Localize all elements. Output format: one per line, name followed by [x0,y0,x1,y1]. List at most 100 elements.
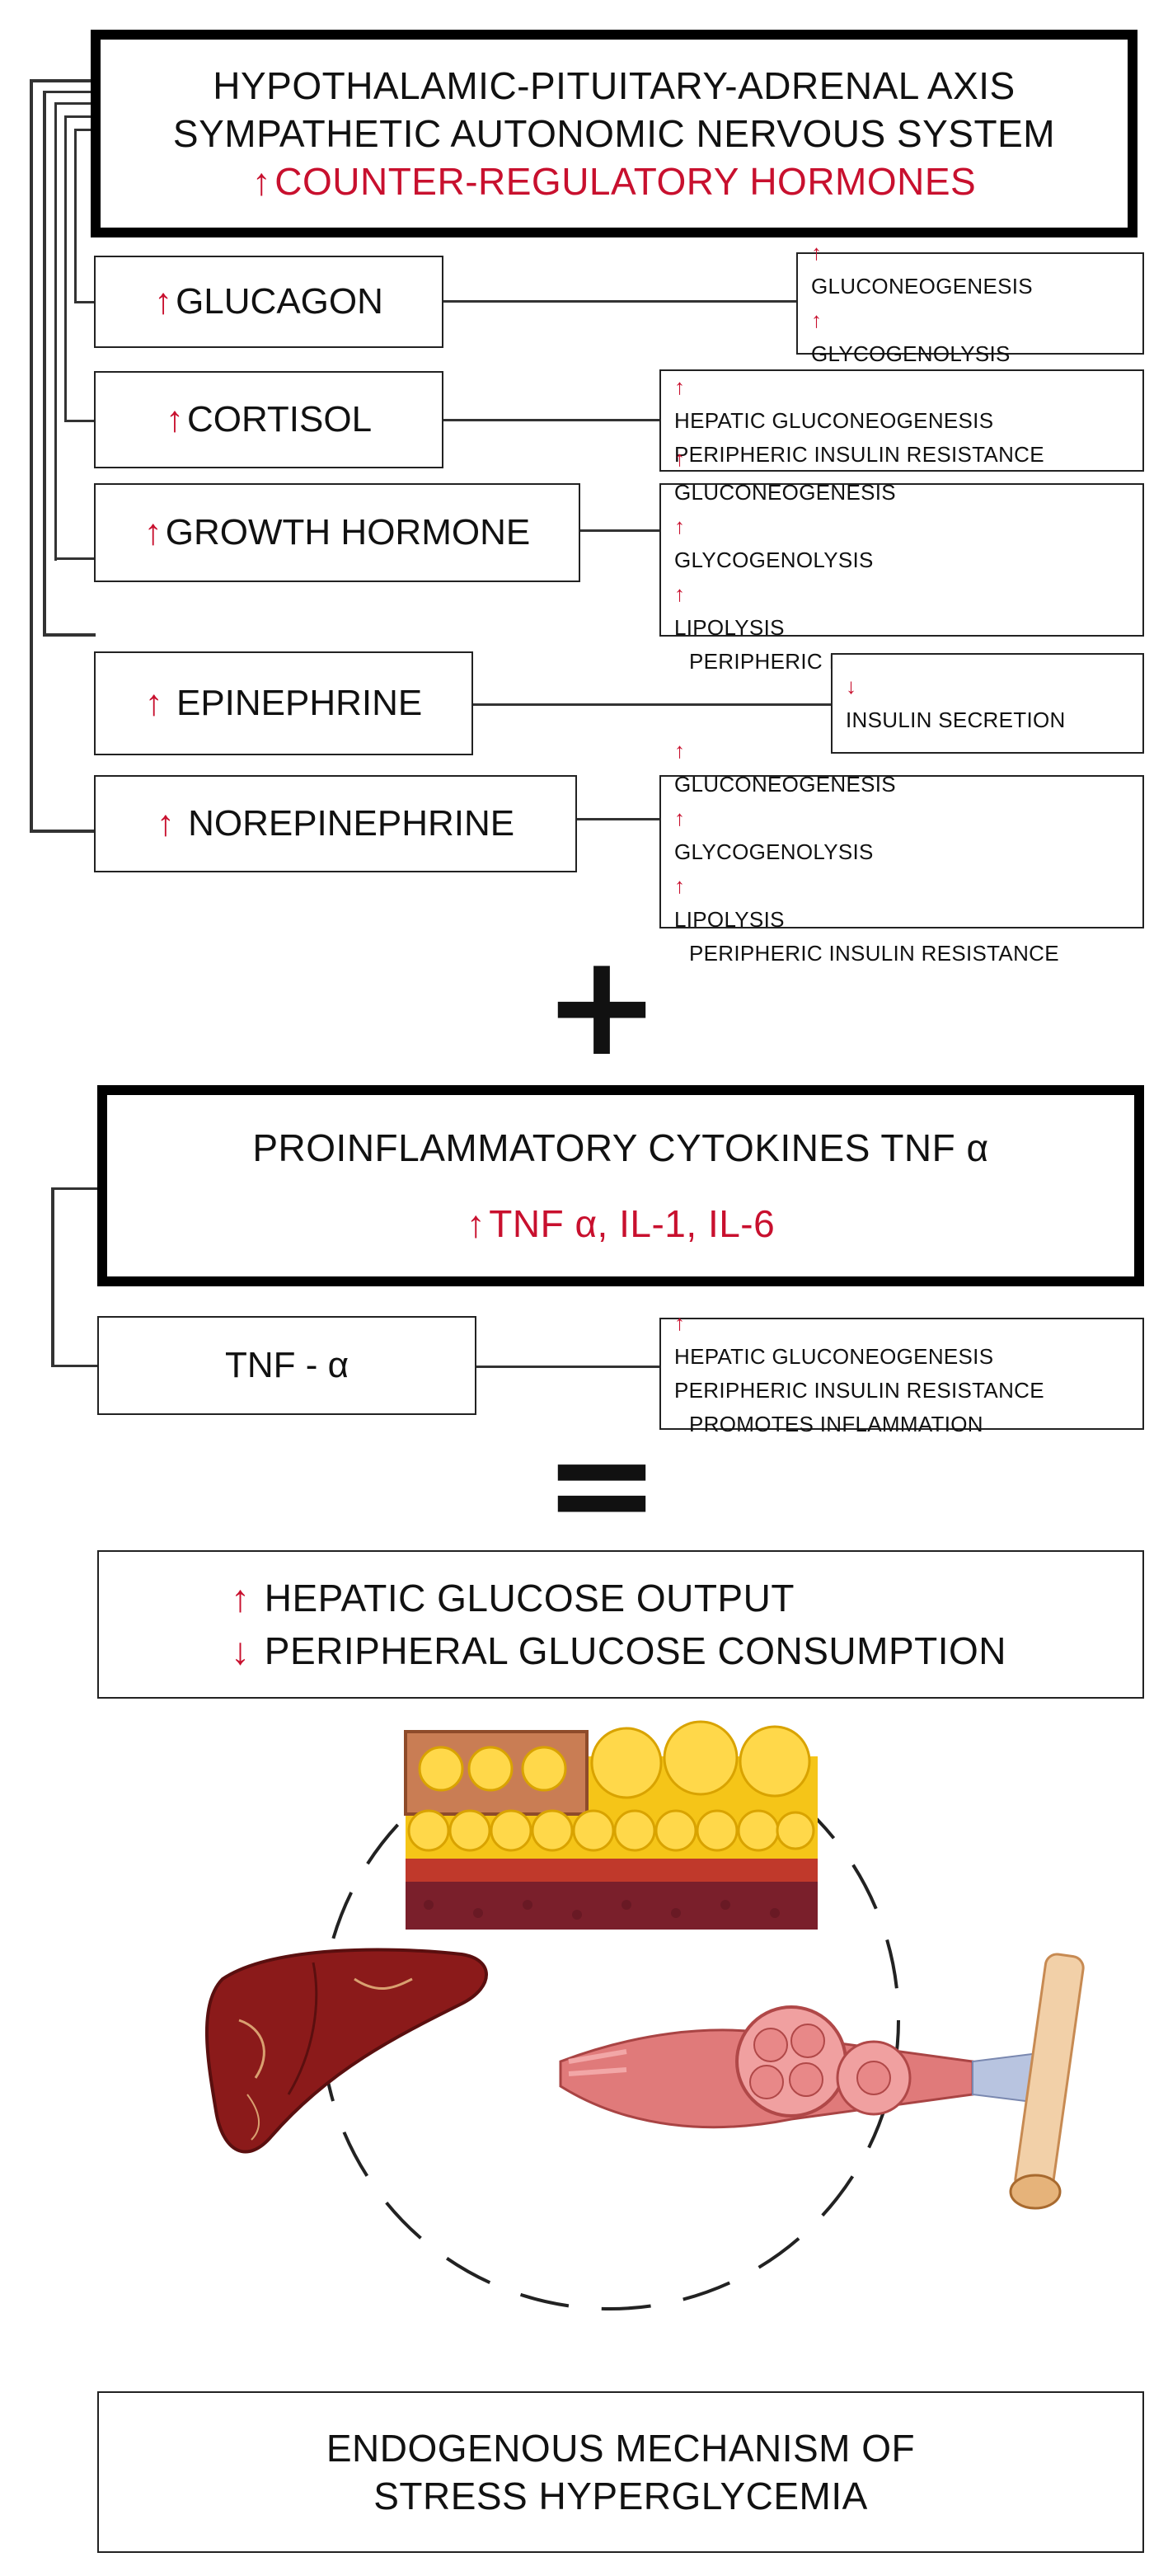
connector-line [51,1365,101,1367]
effect-text: GLUCONEOGENESIS [674,771,896,797]
connector-line [74,129,77,303]
muscle-illustration [559,1953,1085,2210]
up-arrow-icon: ↑ [674,374,686,399]
effect-item: ↑LIPOLYSIS [674,577,1129,645]
liver-illustration [205,1948,488,2154]
footer-line-2: STRESS HYPERGLYCEMIA [373,2475,868,2517]
up-arrow-icon: ↑ [674,872,686,898]
up-arrow-icon: ↑ [154,281,173,322]
effect-item: ↑ LIPOLYSIS [674,869,1129,937]
hormone-box-cortisol: ↑CORTISOL [94,371,443,468]
hormone-box-growth-hormone: ↑GROWTH HORMONE [94,483,580,582]
up-arrow-icon: ↑ [674,737,686,763]
connector-line [471,703,831,706]
effect-text: PERIPHERIC INSULIN RESISTANCE [674,1378,1044,1403]
effects-box-growth-hormone: ↑ GLUCONEOGENESIS ↑ GLYCOGENOLYSIS ↑LIPOLY… [659,446,1144,674]
effect-text: LIPOLYSIS [674,614,785,640]
up-arrow-icon: ↑ [674,445,686,471]
up-arrow-icon: ↑ [143,512,162,552]
connector-line [30,79,96,82]
effect-text: LIPOLYSIS [674,906,785,932]
effect-item: PERIPHERIC INSULIN RESISTANCE [674,1374,1129,1408]
connector-line [43,91,96,93]
effect-item: ↓INSULIN SECRETION [846,670,1129,737]
effect-item: PROMOTES INFLAMMATION [674,1408,1129,1441]
effect-item: ↑ GLYCOGENOLYSIS [674,510,1129,577]
effect-text: INSULIN SECRETION [846,707,1066,732]
connector-line [54,102,96,105]
effect-text: HEPATIC GLUCONEOGENESIS [674,1344,994,1369]
tnf-effects-box: ↑ HEPATIC GLUCONEOGENESIS PERIPHERIC INSU… [659,1310,1144,1436]
connector-line [475,1366,659,1368]
effect-item: ↑ GLUCONEOGENESIS [674,442,1129,510]
hormone-label-epinephrine: ↑ EPINEPHRINE [145,683,423,724]
cytokines-box: PROINFLAMMATORY CYTOKINES TNF α ↑TNF α, … [97,1085,1144,1286]
tnf-label: TNF - α [224,1345,349,1385]
hormone-box-epinephrine: ↑ EPINEPHRINE [94,651,473,755]
up-arrow-icon: ↑ [811,240,823,265]
tnf-box: TNF - α [97,1316,476,1415]
connector-line [51,1187,54,1367]
header-line-hpa: HYPOTHALAMIC-PITUITARY-ADRENAL AXIS [213,64,1016,107]
hormone-text: NOREPINEPHRINE [188,803,515,844]
hormone-text: EPINEPHRINE [176,683,423,723]
hormone-label-norepinephrine: ↑ NOREPINEPHRINE [157,803,514,844]
result-box: ↑ HEPATIC GLUCOSE OUTPUT ↓ PERIPHERAL GL… [97,1550,1144,1699]
connector-line [54,102,57,561]
up-arrow-icon: ↑ [674,1310,686,1335]
hormone-label-growth-hormone: ↑GROWTH HORMONE [144,512,530,553]
connector-line [43,633,96,637]
up-arrow-icon: ↑ [156,803,175,844]
up-arrow-icon: ↑ [466,1202,486,1245]
connector-line [64,115,96,118]
header-line-sns: SYMPATHETIC AUTONOMIC NERVOUS SYSTEM [172,112,1056,155]
effect-item: PERIPHERIC INSULIN RESISTANCE [674,937,1129,971]
effect-item: ↑ HEPATIC GLUCONEOGENESIS [674,1306,1129,1374]
up-arrow-icon: ↑ [811,308,823,332]
effects-box-epinephrine: ↓INSULIN SECRETION [831,653,1144,754]
bone-illustration [1009,1953,1085,2210]
effects-box-cortisol: ↑ HEPATIC GLUCONEOGENESIS PERIPHERIC INSU… [659,369,1144,472]
hormone-label-glucagon: ↑GLUCAGON [154,281,383,322]
effects-box-norepinephrine: ↑ GLUCONEOGENESIS ↑ GLYCOGENOLYSIS ↑ LIPOLY… [659,738,1144,966]
effect-text: PERIPHERIC INSULIN RESISTANCE [689,940,1059,966]
connector-line [64,115,67,422]
result-line-consumption-text: PERIPHERAL GLUCOSE CONSUMPTION [264,1629,1007,1672]
connector-line [442,419,659,421]
effect-item: ↑GLUCONEOGENESIS [811,236,1129,303]
effect-text: GLUCONEOGENESIS [674,479,896,505]
illustrations-panel [205,1720,1085,2310]
effect-text: GLYCOGENOLYSIS [811,341,1011,366]
footer-box: ENDOGENOUS MECHANISM OF STRESS HYPERGLYC… [97,2391,1144,2553]
effect-text: GLYCOGENOLYSIS [674,547,874,572]
connector-line [64,420,96,422]
footer-line-1: ENDOGENOUS MECHANISM OF [326,2427,916,2470]
up-arrow-icon: ↑ [165,399,184,440]
header-line-hormones-text: COUNTER-REGULATORY HORMONES [274,160,977,203]
result-line-output-text: HEPATIC GLUCOSE OUTPUT [264,1577,795,1619]
effect-text: PERIPHERIC INSULIN RESISTANCE [674,441,1044,467]
hormone-box-glucagon: ↑GLUCAGON [94,256,443,348]
result-line-output: ↑ HEPATIC GLUCOSE OUTPUT [231,1572,1142,1624]
up-arrow-icon: ↑ [674,805,686,830]
effect-item: PERIPHERIC INSULIN RESISTANCE [674,438,1129,472]
effect-text: GLYCOGENOLYSIS [674,839,874,864]
hormone-text: GLUCAGON [176,281,383,322]
effect-text: PROMOTES INFLAMMATION [689,1412,983,1436]
hormone-box-norepinephrine: ↑ NOREPINEPHRINE [94,775,577,872]
effect-text: HEPATIC GLUCONEOGENESIS [674,407,994,433]
down-arrow-icon: ↓ [231,1629,251,1672]
effect-item: ↑ GLYCOGENOLYSIS [674,801,1129,869]
connector-line [574,818,659,820]
cytokines-list: ↑TNF α, IL-1, IL-6 [467,1200,775,1248]
cytokines-title: PROINFLAMMATORY CYTOKINES TNF α [252,1126,989,1169]
effect-item: ↑ GLYCOGENOLYSIS [811,303,1129,371]
header-line-hormones: ↑COUNTER-REGULATORY HORMONES [252,157,976,205]
effects-box-glucagon: ↑GLUCONEOGENESIS ↑GLYCOGENOLYSIS [796,240,1144,366]
up-arrow-icon: ↑ [674,513,686,538]
header-box: HYPOTHALAMIC-PITUITARY-ADRENAL AXIS SYMP… [91,30,1138,237]
adipose-tissue-illustration [404,1720,818,1934]
up-arrow-icon: ↑ [144,683,163,723]
effect-item: ↑ GLUCONEOGENESIS [674,734,1129,801]
connector-line [74,129,96,131]
